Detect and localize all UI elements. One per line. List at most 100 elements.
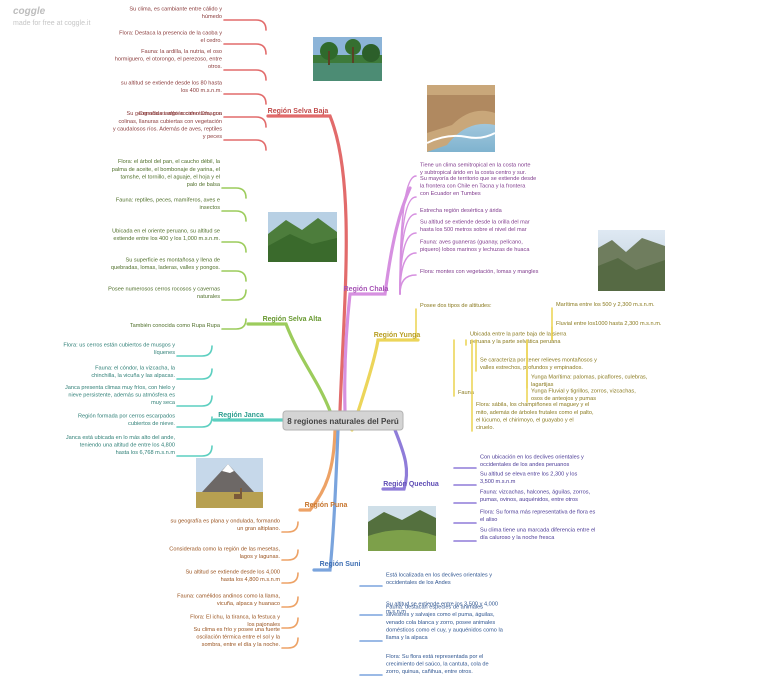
svg-text:Región Quechua: Región Quechua bbox=[383, 481, 439, 488]
node-yunga-2[interactable]: Fluvial entre los1000 hasta 2,300 m.s.n.… bbox=[556, 321, 662, 327]
connector-janca-3 bbox=[176, 416, 213, 428]
svg-text:Región Selva Baja: Región Selva Baja bbox=[268, 108, 329, 115]
node-yunga-8[interactable]: Flora: sábila, los champiñones el maguey… bbox=[476, 402, 594, 431]
svg-text:Región Janca: Región Janca bbox=[218, 412, 264, 419]
coggle-logo: coggle bbox=[13, 6, 46, 17]
connector-puna-3 bbox=[281, 596, 299, 608]
connector-selva-alta-3 bbox=[221, 270, 247, 282]
branch-title-janca[interactable]: Región Janca bbox=[218, 412, 264, 419]
branch-title-puna[interactable]: Región Puna bbox=[305, 502, 348, 509]
connector-selva-baja-5 bbox=[223, 139, 267, 151]
connector-selva-baja-1 bbox=[223, 43, 267, 55]
connector-puna-2 bbox=[281, 572, 299, 584]
connector-selva-alta-0 bbox=[221, 187, 247, 199]
connector-puna-1 bbox=[281, 549, 299, 561]
branch-title-chala[interactable]: Región Chala bbox=[344, 286, 389, 293]
node-selva-alta-0[interactable]: Flora: el árbol del pan, el caucho débil… bbox=[112, 159, 221, 188]
node-chala-3[interactable]: Su altitud se extiende desde la orilla d… bbox=[420, 219, 530, 233]
branch-line-suni bbox=[312, 428, 340, 572]
svg-text:Región Puna: Región Puna bbox=[305, 502, 348, 509]
node-selva-alta-4[interactable]: Posee numerosos cerros rocosos y caverna… bbox=[108, 286, 220, 300]
node-yunga-6[interactable]: Yunga Marítima: palomas, picaflores, cul… bbox=[531, 374, 648, 388]
node-suni-3[interactable]: Flora: Su flora está representada por el… bbox=[386, 654, 489, 675]
connector-selva-alta-1 bbox=[221, 210, 247, 222]
node-quechua-3[interactable]: Flora: Su forma más representativa de fl… bbox=[480, 509, 596, 523]
node-puna-1[interactable]: Considerada como la región de las meseta… bbox=[169, 546, 280, 560]
connector-selva-baja-3 bbox=[223, 93, 267, 105]
root-node[interactable]: 8 regiones naturales del Perú bbox=[282, 410, 404, 431]
svg-text:Región Yunga: Región Yunga bbox=[374, 332, 421, 339]
image-selva-baja bbox=[313, 37, 382, 81]
connector-janca-2 bbox=[176, 395, 213, 407]
svg-text:Región Selva Alta: Región Selva Alta bbox=[263, 316, 322, 323]
connector-puna-5 bbox=[281, 637, 299, 649]
connector-puna-4 bbox=[281, 617, 299, 629]
node-chala-1[interactable]: Su mayoría de territorio que se extiende… bbox=[420, 176, 536, 197]
connector-janca-4 bbox=[176, 445, 213, 457]
node-chala-2[interactable]: Estrecha región desértica y árida bbox=[420, 208, 503, 214]
image-selva-alta bbox=[268, 212, 337, 262]
root-label: 8 regiones naturales del Perú bbox=[287, 417, 399, 426]
image-chala bbox=[426, 85, 496, 152]
node-quechua-2[interactable]: Fauna: vizcachas, halcones, águilas, zor… bbox=[480, 489, 591, 503]
node-suni-1[interactable]: Su altitud se extiende entre los 3,500 y… bbox=[386, 601, 498, 615]
image-yunga bbox=[598, 230, 665, 291]
node-janca-0[interactable]: Flora: us cerros están cubiertos de musg… bbox=[63, 342, 175, 356]
connector-selva-baja-0 bbox=[223, 19, 267, 31]
connector-chala-5 bbox=[399, 274, 417, 295]
connector-janca-1 bbox=[176, 368, 213, 380]
node-selva-baja-3[interactable]: su altitud se extiende desde los 80 hast… bbox=[121, 80, 223, 94]
branch-title-suni[interactable]: Región Suni bbox=[320, 561, 361, 568]
branch-title-selva-alta[interactable]: Región Selva Alta bbox=[263, 316, 322, 323]
node-quechua-1[interactable]: Su altitud se eleva entre los 2,300 y lo… bbox=[480, 471, 578, 485]
node-selva-baja-1[interactable]: Flora: Destaca la presencia de la caoba … bbox=[119, 30, 222, 44]
image-quechua bbox=[368, 506, 436, 551]
node-selva-alta-1[interactable]: Fauna: reptiles, peces, mamíferos, aves … bbox=[116, 197, 220, 211]
node-puna-4[interactable]: Flora: El ichu, la tiranca, la festuca y… bbox=[190, 614, 280, 628]
svg-text:Región Suni: Región Suni bbox=[320, 561, 361, 568]
node-janca-2[interactable]: Janca presenta climas muy fríos, con hie… bbox=[65, 385, 176, 406]
branch-title-selva-baja[interactable]: Región Selva Baja bbox=[268, 108, 329, 115]
node-suni-0[interactable]: Está localizada en los declives oriental… bbox=[386, 572, 492, 586]
node-janca-4[interactable]: Janca está ubicada en lo más alto del an… bbox=[66, 435, 176, 456]
image-puna bbox=[196, 458, 263, 508]
node-chala-5[interactable]: Flora: montes con vegetación, lomas y ma… bbox=[420, 269, 539, 275]
node-yunga-0[interactable]: Posee dos tipos de altitudes: bbox=[420, 303, 492, 309]
node-puna-0[interactable]: su geografía es plana y ondulada, forman… bbox=[171, 518, 281, 532]
node-puna-3[interactable]: Fauna: camélidos andinos como la llama,v… bbox=[177, 593, 280, 607]
branch-line-selva-baja bbox=[266, 114, 348, 413]
branch-title-yunga[interactable]: Región Yunga bbox=[374, 332, 421, 339]
connector-selva-alta-2 bbox=[221, 241, 247, 253]
node-quechua-0[interactable]: Con ubicación en los declives orientales… bbox=[480, 454, 584, 468]
node-selva-alta-5[interactable]: También conocida como Rupa Rupa bbox=[130, 323, 221, 329]
connector-selva-alta-5 bbox=[221, 318, 247, 330]
connector-janca-0 bbox=[176, 345, 213, 357]
node-yunga-5[interactable]: Fauna bbox=[458, 390, 475, 396]
node-yunga-4[interactable]: Se caracteriza por tener relieves montañ… bbox=[480, 357, 597, 371]
node-yunga-3[interactable]: Ubicada entre la parte baja de la sierra… bbox=[470, 331, 567, 345]
node-yunga-7[interactable]: Yunga Fluvial y tigrillos, zorros, vizca… bbox=[531, 388, 636, 402]
connector-puna-0 bbox=[281, 521, 299, 533]
connector-selva-alta-4 bbox=[221, 289, 247, 301]
node-selva-alta-2[interactable]: Ubicada en el oriente peruano, su altitu… bbox=[112, 228, 220, 242]
connector-selva-baja-4 bbox=[223, 116, 267, 128]
node-selva-baja-4[interactable]: Conocida también como Omagua bbox=[139, 111, 223, 117]
node-yunga-1[interactable]: Marítima entre los 500 y 2,300 m.s.n.m. bbox=[556, 302, 655, 308]
branch-title-quechua[interactable]: Región Quechua bbox=[383, 481, 439, 488]
connector-selva-baja-2 bbox=[223, 69, 267, 81]
node-chala-4[interactable]: Fauna: aves guaneras (guanay, pelícano,p… bbox=[420, 239, 530, 253]
node-quechua-4[interactable]: Su clima tiene una marcada diferencia en… bbox=[480, 527, 595, 541]
branch-line-quechua bbox=[381, 428, 409, 491]
node-chala-0[interactable]: Tiene un clima semitropical en la costa … bbox=[420, 162, 530, 176]
branch-line-selva-alta bbox=[246, 322, 332, 413]
